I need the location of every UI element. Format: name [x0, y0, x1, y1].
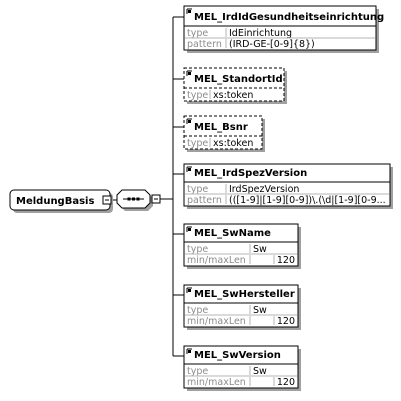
- element-name: MEL_StandortId: [194, 74, 283, 85]
- element-icon-dot: [188, 120, 191, 123]
- property-value: Sw: [253, 366, 267, 377]
- sequence-dot-2: [136, 197, 140, 201]
- property-key: type: [187, 366, 208, 377]
- property-value: IrdSpezVersion: [229, 184, 299, 195]
- element-box[interactable]: [183, 67, 285, 102]
- element-name: MEL_SwName: [194, 228, 271, 239]
- connector-lines: [111, 16, 184, 357]
- property-value: (IRD-GE-[0-9]{8}): [229, 39, 315, 50]
- element-icon-dot: [188, 228, 191, 231]
- property-key: type: [187, 244, 208, 255]
- element-name: MEL_Bsnr: [194, 122, 248, 133]
- element-name: MEL_SwVersion: [194, 350, 281, 361]
- property-key: type: [187, 90, 208, 101]
- property-value: (([1-9]|[1-9][0-9])\.(\d|[1-9][0-9...: [229, 195, 386, 206]
- property-key: type: [187, 184, 208, 195]
- sequence-dot-0: [127, 197, 131, 201]
- element-name: MEL_IrdIdGesundheitseinrichtung: [194, 12, 384, 23]
- max-length-value: 120: [277, 316, 295, 327]
- element-icon-dot: [188, 168, 191, 171]
- element-box[interactable]: [183, 5, 377, 51]
- property-key: type: [187, 138, 208, 149]
- property-value: IdEinrichtung: [229, 28, 292, 39]
- property-key: pattern: [187, 39, 222, 50]
- property-key: pattern: [187, 195, 222, 206]
- element-box[interactable]: [183, 345, 299, 389]
- element-box[interactable]: [183, 163, 391, 207]
- element-name: MEL_SwHersteller: [194, 289, 295, 300]
- property-value: Sw: [253, 305, 267, 316]
- max-length-value: 120: [277, 377, 295, 388]
- root-element-name: MeldungBasis: [16, 196, 94, 207]
- max-length-value: 120: [277, 255, 295, 266]
- element-icon-dot: [188, 289, 191, 292]
- property-key: type: [187, 305, 208, 316]
- element-icon-dot: [188, 350, 191, 353]
- element-box[interactable]: [183, 223, 299, 267]
- property-key: min/maxLen: [187, 255, 246, 266]
- property-key: min/maxLen: [187, 316, 246, 327]
- sequence-dot-1: [132, 197, 135, 201]
- element-box[interactable]: [183, 284, 299, 328]
- property-value: xs:token: [213, 138, 253, 149]
- element-name: MEL_IrdSpezVersion: [194, 168, 307, 179]
- property-value: Sw: [253, 244, 267, 255]
- property-key: type: [187, 28, 208, 39]
- root-element[interactable]: MeldungBasis: [9, 189, 113, 213]
- property-key: min/maxLen: [187, 377, 246, 388]
- property-value: xs:token: [213, 90, 253, 101]
- element-icon-dot: [188, 72, 191, 75]
- element-box[interactable]: [183, 115, 263, 150]
- element-icon-dot: [188, 10, 191, 13]
- sequence-compositor[interactable]: [116, 189, 161, 211]
